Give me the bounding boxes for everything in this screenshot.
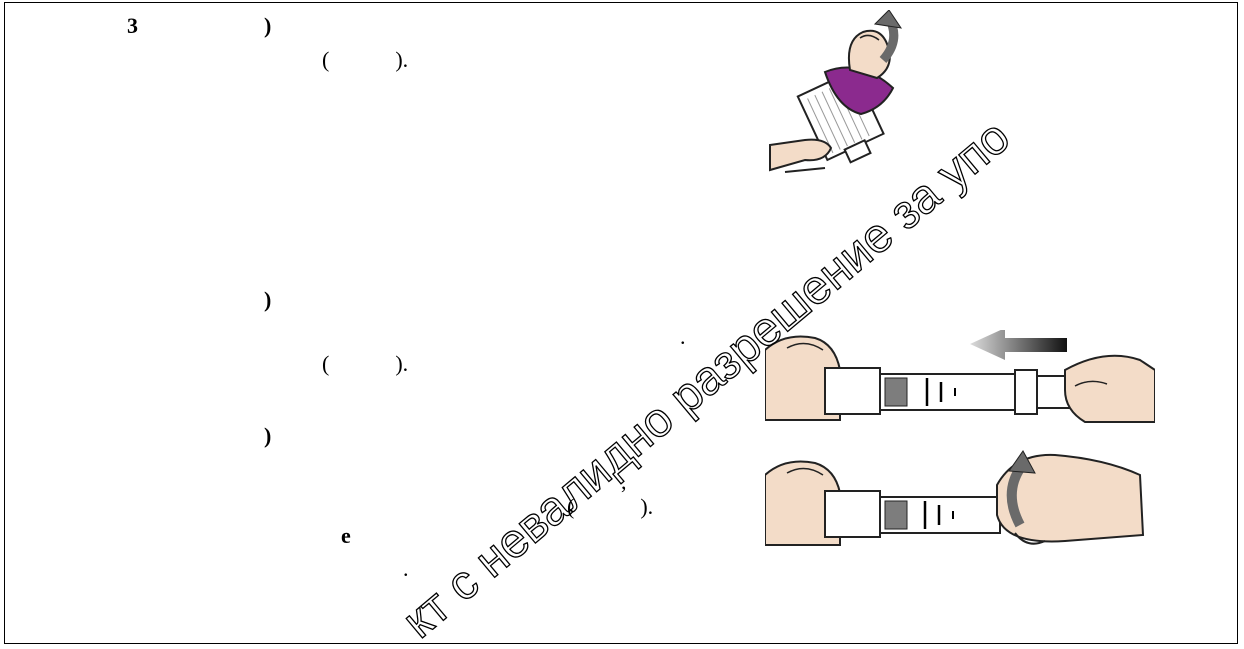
cap-removal-illustration <box>765 10 915 175</box>
section-marker-c: ) <box>264 424 271 448</box>
twist-syringe-illustration <box>765 445 1145 555</box>
section-marker-b: ) <box>264 288 271 312</box>
punctuation-dot: . <box>680 325 686 349</box>
section-marker-a: ) <box>264 14 271 38</box>
instruction-line-a: ( ). <box>322 48 408 72</box>
instruction-line-b: ( ). <box>322 352 408 376</box>
instruction-line-c: ( ). <box>567 495 653 519</box>
letter-e: e <box>341 524 351 548</box>
step-number: 3 <box>127 14 138 38</box>
punctuation-comma: , <box>621 470 627 494</box>
push-adapter-illustration <box>765 330 1155 430</box>
punctuation-dot-low: . <box>403 557 409 581</box>
